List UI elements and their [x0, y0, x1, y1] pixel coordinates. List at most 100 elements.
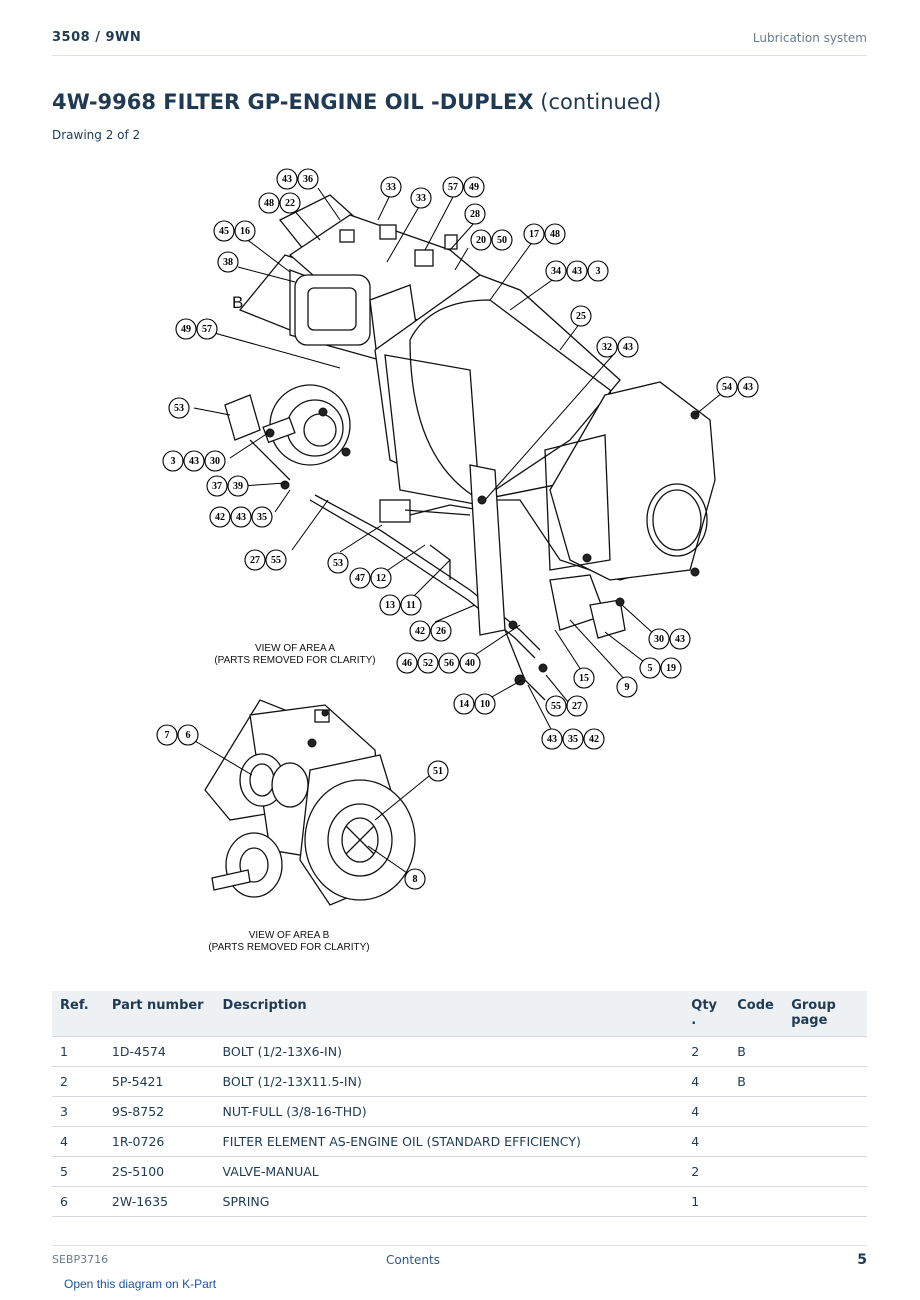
callout-number: 48: [550, 229, 560, 240]
cell-part-number: 1R-0726: [103, 1126, 215, 1157]
callout-circle: [459, 652, 481, 674]
callout-circle: [370, 567, 392, 589]
callout-circle: [491, 229, 513, 251]
callout-number: 35: [568, 734, 578, 745]
cell-group-page: [783, 1126, 867, 1157]
footer-contents-link[interactable]: Contents: [386, 1253, 440, 1267]
callout-number: 55: [271, 555, 281, 566]
callout-number: 53: [333, 558, 343, 569]
cell-group-page: [783, 1066, 867, 1097]
drawing-label: Drawing 2 of 2: [52, 128, 141, 142]
cell-part-number: 9S-8752: [103, 1096, 215, 1127]
callout-number: 54: [722, 382, 732, 393]
col-header-code: Code: [729, 991, 784, 1037]
callout-number: 10: [480, 699, 490, 710]
callout-circle: [206, 475, 228, 497]
callout-number: 30: [210, 456, 220, 467]
callout-number: 39: [233, 481, 243, 492]
col-header-ref: Ref.: [52, 991, 104, 1037]
open-in-kpart-link[interactable]: Open this diagram on K-Part: [64, 1277, 217, 1291]
cell-ref: 2: [52, 1066, 104, 1097]
callout-circle: [562, 728, 584, 750]
callout-number: 15: [579, 673, 589, 684]
callout-circle: [196, 318, 218, 340]
callout-circle: [523, 223, 545, 245]
callout-circle: [617, 336, 639, 358]
callout-number: 9: [625, 682, 630, 693]
callout-circle: [230, 506, 252, 528]
cell-code: [729, 1126, 784, 1157]
callout-circle: [639, 657, 661, 679]
callout-circle: [379, 594, 401, 616]
area-b-detail-drawing: [204, 699, 416, 906]
callout-circle: [251, 506, 273, 528]
cell-group-page: [783, 1186, 867, 1217]
table-row: 3 9S-8752 NUT-FULL (3/8-16-THD) 4: [52, 1096, 867, 1127]
callout-number: 57: [202, 324, 212, 335]
footer-doc-id: SEBP3716: [52, 1253, 109, 1266]
callout-number: 7: [165, 730, 170, 741]
filter-assembly-drawing: [224, 194, 716, 701]
cell-ref: 6: [52, 1186, 104, 1217]
callout-group: 51: [427, 760, 449, 782]
cell-code: [729, 1156, 784, 1187]
callout-number: 33: [416, 193, 426, 204]
caption-area-b-line2: (PARTS REMOVED FOR CLARITY): [208, 942, 369, 953]
callout-number: 46: [402, 658, 412, 669]
cell-qty: 4: [683, 1096, 730, 1127]
caption-area-a-line1: VIEW OF AREA A: [255, 643, 335, 654]
callout-circle: [183, 450, 205, 472]
callout-circle: [162, 450, 184, 472]
callout-number: 3: [171, 456, 176, 467]
cell-code: B: [729, 1066, 784, 1097]
area-b-marker: B: [232, 293, 243, 312]
callout-circle: [258, 192, 280, 214]
callout-circle: [566, 695, 588, 717]
cell-group-page: [783, 1156, 867, 1187]
callout-number: 48: [264, 198, 274, 209]
callout-number: 20: [476, 235, 486, 246]
callout-circle: [175, 318, 197, 340]
cell-part-number: 2W-1635: [103, 1186, 215, 1217]
page-title-main: 4W-9968 FILTER GP-ENGINE OIL -DUPLEX: [52, 90, 534, 114]
callout-circle: [156, 724, 178, 746]
callout-circle: [470, 229, 492, 251]
callout-number: 43: [547, 734, 557, 745]
callout-group: 15: [573, 667, 595, 689]
callout-group: 33: [410, 187, 432, 209]
callout-number: 35: [257, 512, 267, 523]
callout-number: 34: [551, 266, 561, 277]
callout-circle: [474, 693, 496, 715]
callout-circle: [244, 549, 266, 571]
callout-circle: [453, 693, 475, 715]
callout-circle: [566, 260, 588, 282]
callout-number: 49: [181, 324, 191, 335]
callout-number: 36: [303, 174, 313, 185]
cell-part-number: 5P-5421: [103, 1066, 215, 1097]
callout-circle: [227, 475, 249, 497]
cell-description: BOLT (1/2-13X6-IN): [214, 1036, 684, 1067]
cell-qty: 2: [683, 1156, 730, 1187]
callout-circle: [409, 620, 431, 642]
callout-number: 43: [675, 634, 685, 645]
callout-number: 27: [250, 555, 260, 566]
callout-circle: [464, 203, 486, 225]
callout-group: 9: [616, 676, 638, 698]
callout-circle: [545, 695, 567, 717]
callout-number: 37: [212, 481, 222, 492]
cell-ref: 5: [52, 1156, 104, 1187]
callout-number: 8: [413, 874, 418, 885]
table-row: 5 2S-5100 VALVE-MANUAL 2: [52, 1156, 867, 1187]
leader-lines: [189, 187, 729, 876]
callout-circle: [442, 176, 464, 198]
callout-group: 8: [404, 868, 426, 890]
callout-circle: [541, 728, 563, 750]
callout-number: 32: [602, 342, 612, 353]
callout-number: 50: [497, 235, 507, 246]
table-row: 2 5P-5421 BOLT (1/2-13X11.5-IN) 4 B: [52, 1066, 867, 1097]
